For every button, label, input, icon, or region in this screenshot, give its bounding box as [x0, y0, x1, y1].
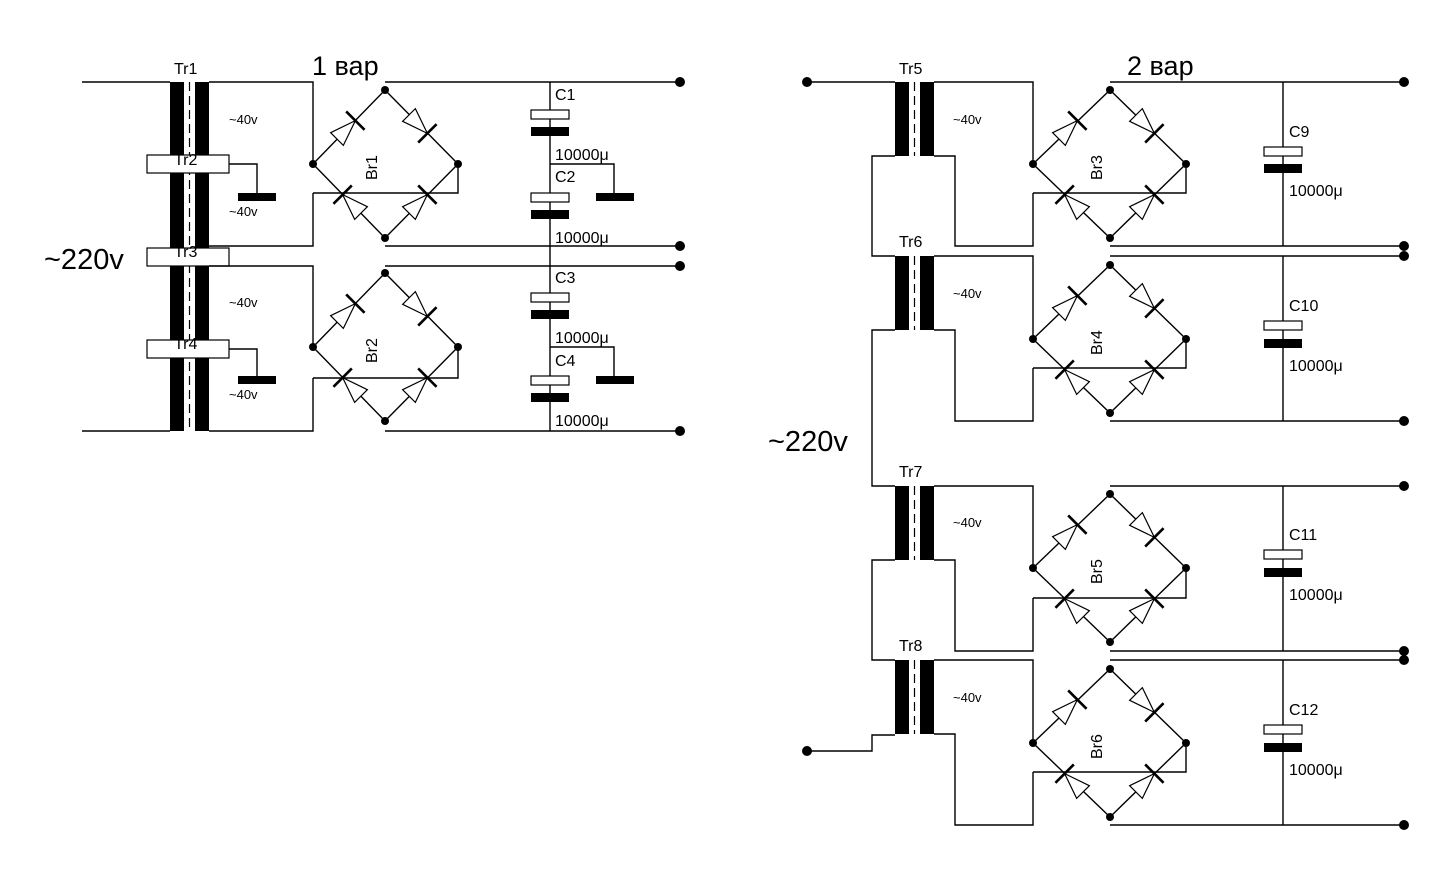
bridge-label: Br6 [1089, 734, 1106, 759]
capacitor-c11 [1263, 486, 1303, 651]
transformer-label: Tr7 [899, 464, 923, 481]
transformer-label: Tr1 [174, 61, 198, 78]
capacitor-stack-1 [530, 82, 634, 431]
secondary-voltage-label: ~40v [953, 286, 982, 301]
transformer-tr7 [895, 486, 934, 560]
capacitance-label: 10000μ [1289, 762, 1343, 779]
variant-1-circuit: 1 вар ~220v Tr1 Tr2 Tr3 Tr4 ~40v ~40v ~4… [44, 51, 685, 436]
secondary-voltage-label: ~40v [953, 690, 982, 705]
capacitance-label: 10000μ [555, 330, 609, 347]
secondary-voltage-label: ~40v [229, 295, 258, 310]
variant-2-title: 2 вар [1127, 51, 1194, 81]
bridge-br1 [309, 86, 462, 242]
bridge-br2 [309, 269, 462, 425]
bridge-label: Br2 [364, 338, 381, 363]
transformer-tr5 [895, 82, 934, 156]
bridge-label: Br3 [1089, 155, 1106, 180]
capacitor-c12 [1263, 660, 1303, 825]
capacitor-label: C1 [555, 87, 576, 104]
bridge-br5 [1029, 490, 1190, 646]
transformer-stack-1 [146, 82, 230, 431]
transformer-label: Tr4 [174, 336, 198, 353]
secondary-voltage-label: ~40v [953, 515, 982, 530]
transformer-label: Tr3 [174, 244, 198, 261]
transformer-label: Tr6 [899, 234, 923, 251]
secondary-voltage-label: ~40v [229, 204, 258, 219]
transformer-tr8 [895, 660, 934, 734]
bridge-label: Br4 [1089, 330, 1106, 355]
transformer-tr6 [895, 256, 934, 330]
capacitor-label: C2 [555, 169, 576, 186]
capacitor-c10 [1263, 256, 1303, 421]
secondary-voltage-label: ~40v [953, 112, 982, 127]
secondary-voltage-label: ~40v [229, 112, 258, 127]
capacitance-label: 10000μ [555, 147, 609, 164]
bridge-br4 [1029, 261, 1190, 417]
capacitance-label: 10000μ [1289, 183, 1343, 200]
transformer-label: Tr5 [899, 61, 923, 78]
bridge-label: Br5 [1089, 559, 1106, 584]
capacitor-c9 [1263, 82, 1303, 246]
variant-1-input-label: ~220v [44, 244, 124, 276]
capacitance-label: 10000μ [555, 230, 609, 247]
variant-1-title: 1 вар [312, 51, 379, 81]
capacitance-label: 10000μ [1289, 587, 1343, 604]
capacitor-label: C10 [1289, 298, 1318, 315]
capacitance-label: 10000μ [555, 413, 609, 430]
capacitor-label: C12 [1289, 702, 1318, 719]
secondary-voltage-label: ~40v [229, 387, 258, 402]
transformer-label: Tr8 [899, 638, 923, 655]
capacitor-label: C11 [1289, 527, 1317, 544]
capacitor-label: C4 [555, 353, 576, 370]
capacitor-label: C3 [555, 270, 576, 287]
capacitor-label: C9 [1289, 124, 1310, 141]
capacitance-label: 10000μ [1289, 358, 1343, 375]
bridge-br3 [1029, 86, 1190, 242]
variant-2-input-label: ~220v [768, 426, 848, 458]
variant-2-circuit: 2 вар ~220v Tr5 Tr6 Tr7 Tr8 ~40v ~40v ~4… [768, 51, 1409, 830]
bridge-label: Br1 [364, 155, 381, 180]
transformer-label: Tr2 [174, 152, 198, 169]
bridge-br6 [1029, 665, 1190, 821]
